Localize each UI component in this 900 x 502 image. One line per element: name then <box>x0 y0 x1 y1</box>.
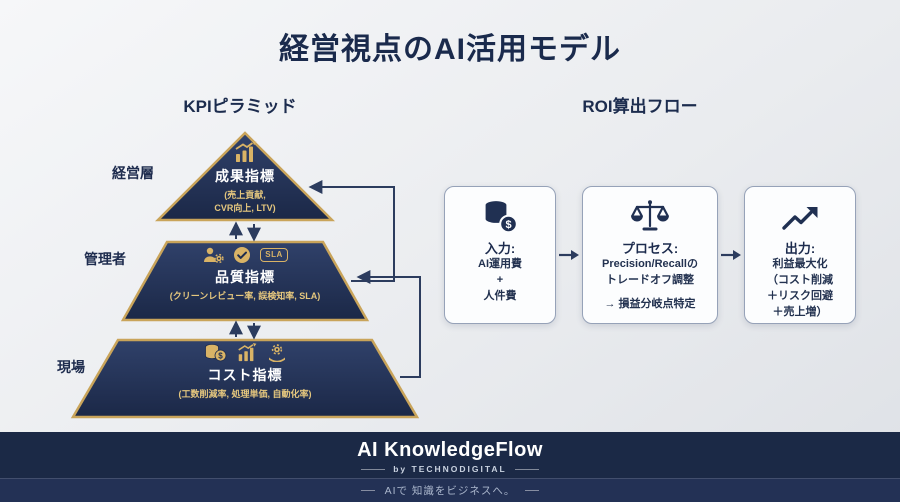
tagline-rule-left <box>360 490 375 491</box>
roi-process-line: Precision/Recallの <box>602 258 698 270</box>
pyramid-tier-bottom <box>70 338 420 419</box>
tagline-text: AIで 知識をビジネスへ。 <box>384 485 516 497</box>
roi-output-line: 利益最大化 <box>772 258 828 270</box>
tier-label-management: 経営層 <box>112 165 154 181</box>
balance-scale-icon <box>631 200 669 231</box>
hand-gear-icon <box>268 344 285 362</box>
roi-process-label: プロセス: <box>621 241 679 256</box>
byline-rule-left <box>361 468 386 470</box>
roi-output-label: 出力: <box>784 241 816 256</box>
svg-text:$: $ <box>505 219 511 231</box>
tier-label-field: 現場 <box>57 359 85 375</box>
footer: AI KnowledgeFlow by TECHNODIGITAL AIで 知識… <box>0 432 900 502</box>
bar-chart-arrow-icon <box>237 343 256 362</box>
tagline-rule-right <box>525 490 540 491</box>
tier-bottom-content: $ コスト指標 (工数削減率, 処理単価, 自動化率) <box>72 343 418 401</box>
roi-flow: $ 入力: AI運用費 + 人件費 <box>444 186 856 324</box>
byline-rule-right <box>514 468 539 470</box>
footer-tagline: AIで 知識をビジネスへ。 <box>0 478 900 502</box>
tier-middle-content: SLA 品質指標 (クリーンレビュー率, 誤検知率, SLA) <box>122 246 368 303</box>
brand-byline: by TECHNODIGITAL <box>0 464 900 474</box>
roi-step-process: プロセス: Precision/Recallの トレードオフ調整 → 損益分岐点… <box>582 186 718 324</box>
check-circle-icon <box>234 247 251 263</box>
tier-bottom-subtitle: (工数削減率, 処理単価, 自動化率) <box>178 389 312 399</box>
tier-top-content: 成果指標 (売上貢献, CVR向上, LTV) <box>155 141 335 215</box>
roi-output-line: ＋売上増） <box>772 305 828 318</box>
trend-up-icon <box>782 207 818 230</box>
flow-arrow-1 <box>559 248 579 262</box>
roi-input-line: 人件費 <box>483 289 517 302</box>
tier-bottom-title: コスト指標 <box>207 367 283 383</box>
tier-label-managers: 管理者 <box>84 251 126 267</box>
pyramid-tier-top <box>154 131 336 222</box>
flow-arrow-2 <box>721 248 741 262</box>
growth-chart-icon <box>235 141 257 162</box>
brand-logo-text: AI KnowledgeFlow <box>357 439 543 461</box>
roi-step-output: 出力: 利益最大化 （コスト削減 ＋リスク回避 ＋売上増） <box>744 186 856 324</box>
tier-top-subtitle: (売上貢献, CVR向上, LTV) <box>214 190 276 214</box>
roi-input-plus: + <box>496 273 504 286</box>
kpi-pyramid-graphic <box>70 131 421 419</box>
tier-middle-subtitle: (クリーンレビュー率, 誤検知率, SLA) <box>169 291 321 301</box>
pyramid-flow-arrows <box>229 180 421 378</box>
page-title: 経営視点のAI活用モデル <box>279 33 621 66</box>
coins-stack-icon: $ <box>484 199 518 234</box>
roi-step-input: $ 入力: AI運用費 + 人件費 <box>444 186 556 324</box>
coins-icon: $ <box>204 344 226 362</box>
tier-middle-title: 品質指標 <box>215 269 275 285</box>
byline-text: by TECHNODIGITAL <box>393 464 507 474</box>
sla-badge: SLA <box>260 248 288 262</box>
roi-output-line: ＋リスク回避 <box>767 289 833 302</box>
kpi-section-heading: KPIピラミッド <box>183 97 297 116</box>
roi-process-line: トレードオフ調整 <box>606 273 694 286</box>
person-gear-icon <box>204 247 224 264</box>
svg-text:$: $ <box>218 352 223 361</box>
roi-section-heading: ROI算出フロー <box>582 97 698 116</box>
tier-top-title: 成果指標 <box>215 168 275 184</box>
roi-input-label: 入力: <box>484 241 516 256</box>
roi-input-line: AI運用費 <box>478 258 522 270</box>
roi-process-result: → 損益分岐点特定 <box>604 297 696 310</box>
roi-output-line: （コスト削減 <box>767 273 833 286</box>
pyramid-tier-middle <box>120 240 370 322</box>
